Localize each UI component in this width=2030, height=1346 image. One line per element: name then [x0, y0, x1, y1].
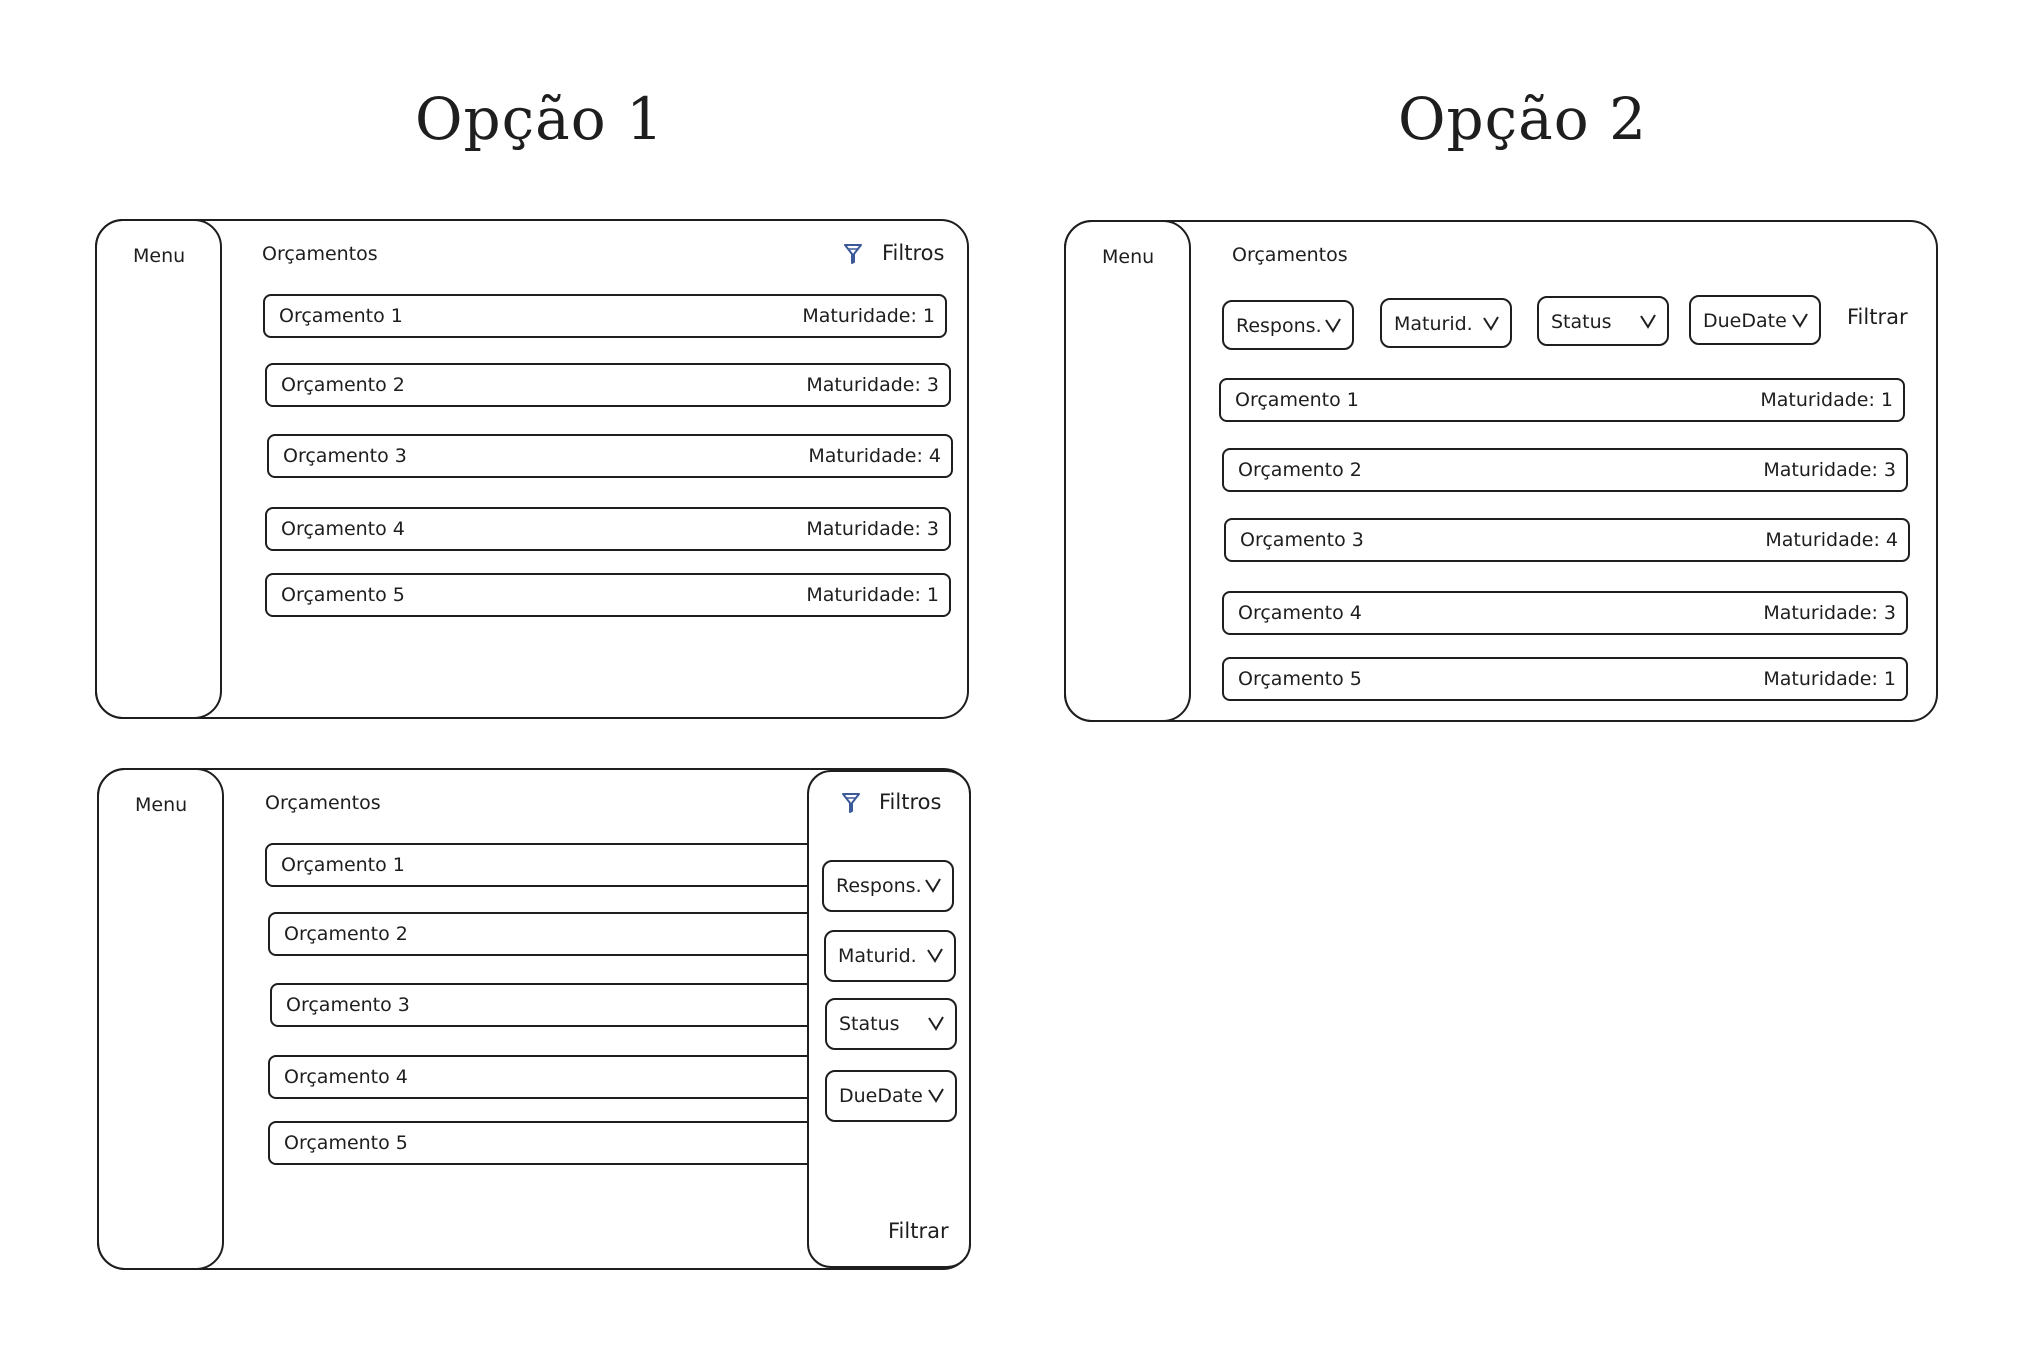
funnel-icon[interactable] [843, 243, 863, 265]
item-name: Orçamento 1 [281, 854, 405, 876]
item-maturity: Maturidade: 4 [1765, 529, 1898, 551]
option1b-window: Menu Orçamentos Orçamento 1 M Orçamento … [97, 768, 971, 1270]
responsible-filter-dropdown[interactable]: Respons. [1222, 300, 1354, 350]
item-name: Orçamento 4 [1238, 602, 1362, 624]
funnel-icon[interactable] [841, 792, 861, 814]
chevron-down-icon [1640, 314, 1656, 329]
status-filter-dropdown[interactable]: Status [1537, 296, 1669, 346]
filter-label: Maturid. [838, 945, 917, 967]
chevron-down-icon [1792, 313, 1808, 328]
item-maturity: Maturidade: 1 [1760, 389, 1893, 411]
duedate-filter-dropdown[interactable]: DueDate [1689, 295, 1821, 345]
menu-label: Menu [1102, 246, 1155, 268]
filter-label: Status [1551, 311, 1612, 333]
sidebar-menu[interactable]: Menu [95, 219, 222, 719]
filter-label: DueDate [1703, 310, 1787, 332]
list-item[interactable]: Orçamento 5 M [268, 1121, 828, 1165]
status-filter-dropdown[interactable]: Status [825, 998, 957, 1050]
filter-label: Respons. [836, 875, 922, 897]
list-item[interactable]: Orçamento 5 Maturidade: 1 [265, 573, 951, 617]
apply-filter-button[interactable]: Filtrar [888, 1219, 949, 1243]
option1-window: Menu Orçamentos Filtros Orçamento 1 Matu… [95, 219, 969, 719]
page-title: Orçamentos [265, 792, 381, 814]
sidebar-menu[interactable]: Menu [97, 768, 224, 1270]
item-name: Orçamento 1 [279, 305, 403, 327]
page-title: Orçamentos [1232, 244, 1348, 266]
item-name: Orçamento 3 [286, 994, 410, 1016]
item-maturity: Maturidade: 4 [808, 445, 941, 467]
option2-window: Menu Orçamentos Respons. Maturid. Status… [1064, 220, 1938, 722]
maturity-filter-dropdown[interactable]: Maturid. [1380, 298, 1512, 348]
item-name: Orçamento 1 [1235, 389, 1359, 411]
duedate-filter-dropdown[interactable]: DueDate [825, 1070, 957, 1122]
menu-label: Menu [133, 245, 186, 267]
item-maturity: Maturidade: 1 [806, 584, 939, 606]
filters-link[interactable]: Filtros [882, 241, 945, 265]
list-item[interactable]: Orçamento 3 Maturidade: 4 [1224, 518, 1910, 562]
list-item[interactable]: Orçamento 5 Maturidade: 1 [1222, 657, 1908, 701]
list-item[interactable]: Orçamento 3 Maturidade: 4 [267, 434, 953, 478]
option2-title: Opção 2 [1398, 85, 1647, 153]
list-item[interactable]: Orçamento 1 Maturidade: 1 [1219, 378, 1905, 422]
chevron-down-icon [925, 878, 941, 893]
list-item[interactable]: Orçamento 1 M [265, 843, 825, 887]
responsible-filter-dropdown[interactable]: Respons. [822, 860, 954, 912]
item-name: Orçamento 5 [1238, 668, 1362, 690]
chevron-down-icon [928, 1016, 944, 1031]
item-maturity: Maturidade: 1 [802, 305, 935, 327]
item-maturity: Maturidade: 3 [1763, 602, 1896, 624]
list-item[interactable]: Orçamento 1 Maturidade: 1 [263, 294, 947, 338]
chevron-down-icon [1483, 316, 1499, 331]
filters-link[interactable]: Filtros [879, 790, 942, 814]
item-maturity: Maturidade: 3 [806, 518, 939, 540]
page-title: Orçamentos [262, 243, 378, 265]
chevron-down-icon [1325, 318, 1341, 333]
item-name: Orçamento 3 [1240, 529, 1364, 551]
item-name: Orçamento 2 [281, 374, 405, 396]
filter-label: Respons. [1236, 315, 1322, 337]
chevron-down-icon [928, 1088, 944, 1103]
maturity-filter-dropdown[interactable]: Maturid. [824, 930, 956, 982]
item-name: Orçamento 2 [284, 923, 408, 945]
list-item[interactable]: Orçamento 2 Maturidade: 3 [265, 363, 951, 407]
item-maturity: Maturidade: 3 [806, 374, 939, 396]
filters-drawer: Filtros Respons. Maturid. Status DueDate… [807, 770, 971, 1268]
sidebar-menu[interactable]: Menu [1064, 220, 1191, 722]
filter-label: Status [839, 1013, 900, 1035]
apply-filter-button[interactable]: Filtrar [1847, 305, 1908, 329]
list-item[interactable]: Orçamento 4 M [268, 1055, 828, 1099]
list-item[interactable]: Orçamento 4 Maturidade: 3 [265, 507, 951, 551]
option1-title: Opção 1 [415, 85, 664, 153]
item-maturity: Maturidade: 3 [1763, 459, 1896, 481]
filter-label: Maturid. [1394, 313, 1473, 335]
list-item[interactable]: Orçamento 2 Maturidade: 3 [1222, 448, 1908, 492]
item-name: Orçamento 3 [283, 445, 407, 467]
item-maturity: Maturidade: 1 [1763, 668, 1896, 690]
item-name: Orçamento 5 [281, 584, 405, 606]
list-item[interactable]: Orçamento 2 M [268, 912, 828, 956]
item-name: Orçamento 2 [1238, 459, 1362, 481]
item-name: Orçamento 4 [281, 518, 405, 540]
list-item[interactable]: Orçamento 4 Maturidade: 3 [1222, 591, 1908, 635]
item-name: Orçamento 4 [284, 1066, 408, 1088]
list-item[interactable]: Orçamento 3 M [270, 983, 830, 1027]
filter-label: DueDate [839, 1085, 923, 1107]
menu-label: Menu [135, 794, 188, 816]
item-name: Orçamento 5 [284, 1132, 408, 1154]
chevron-down-icon [927, 948, 943, 963]
